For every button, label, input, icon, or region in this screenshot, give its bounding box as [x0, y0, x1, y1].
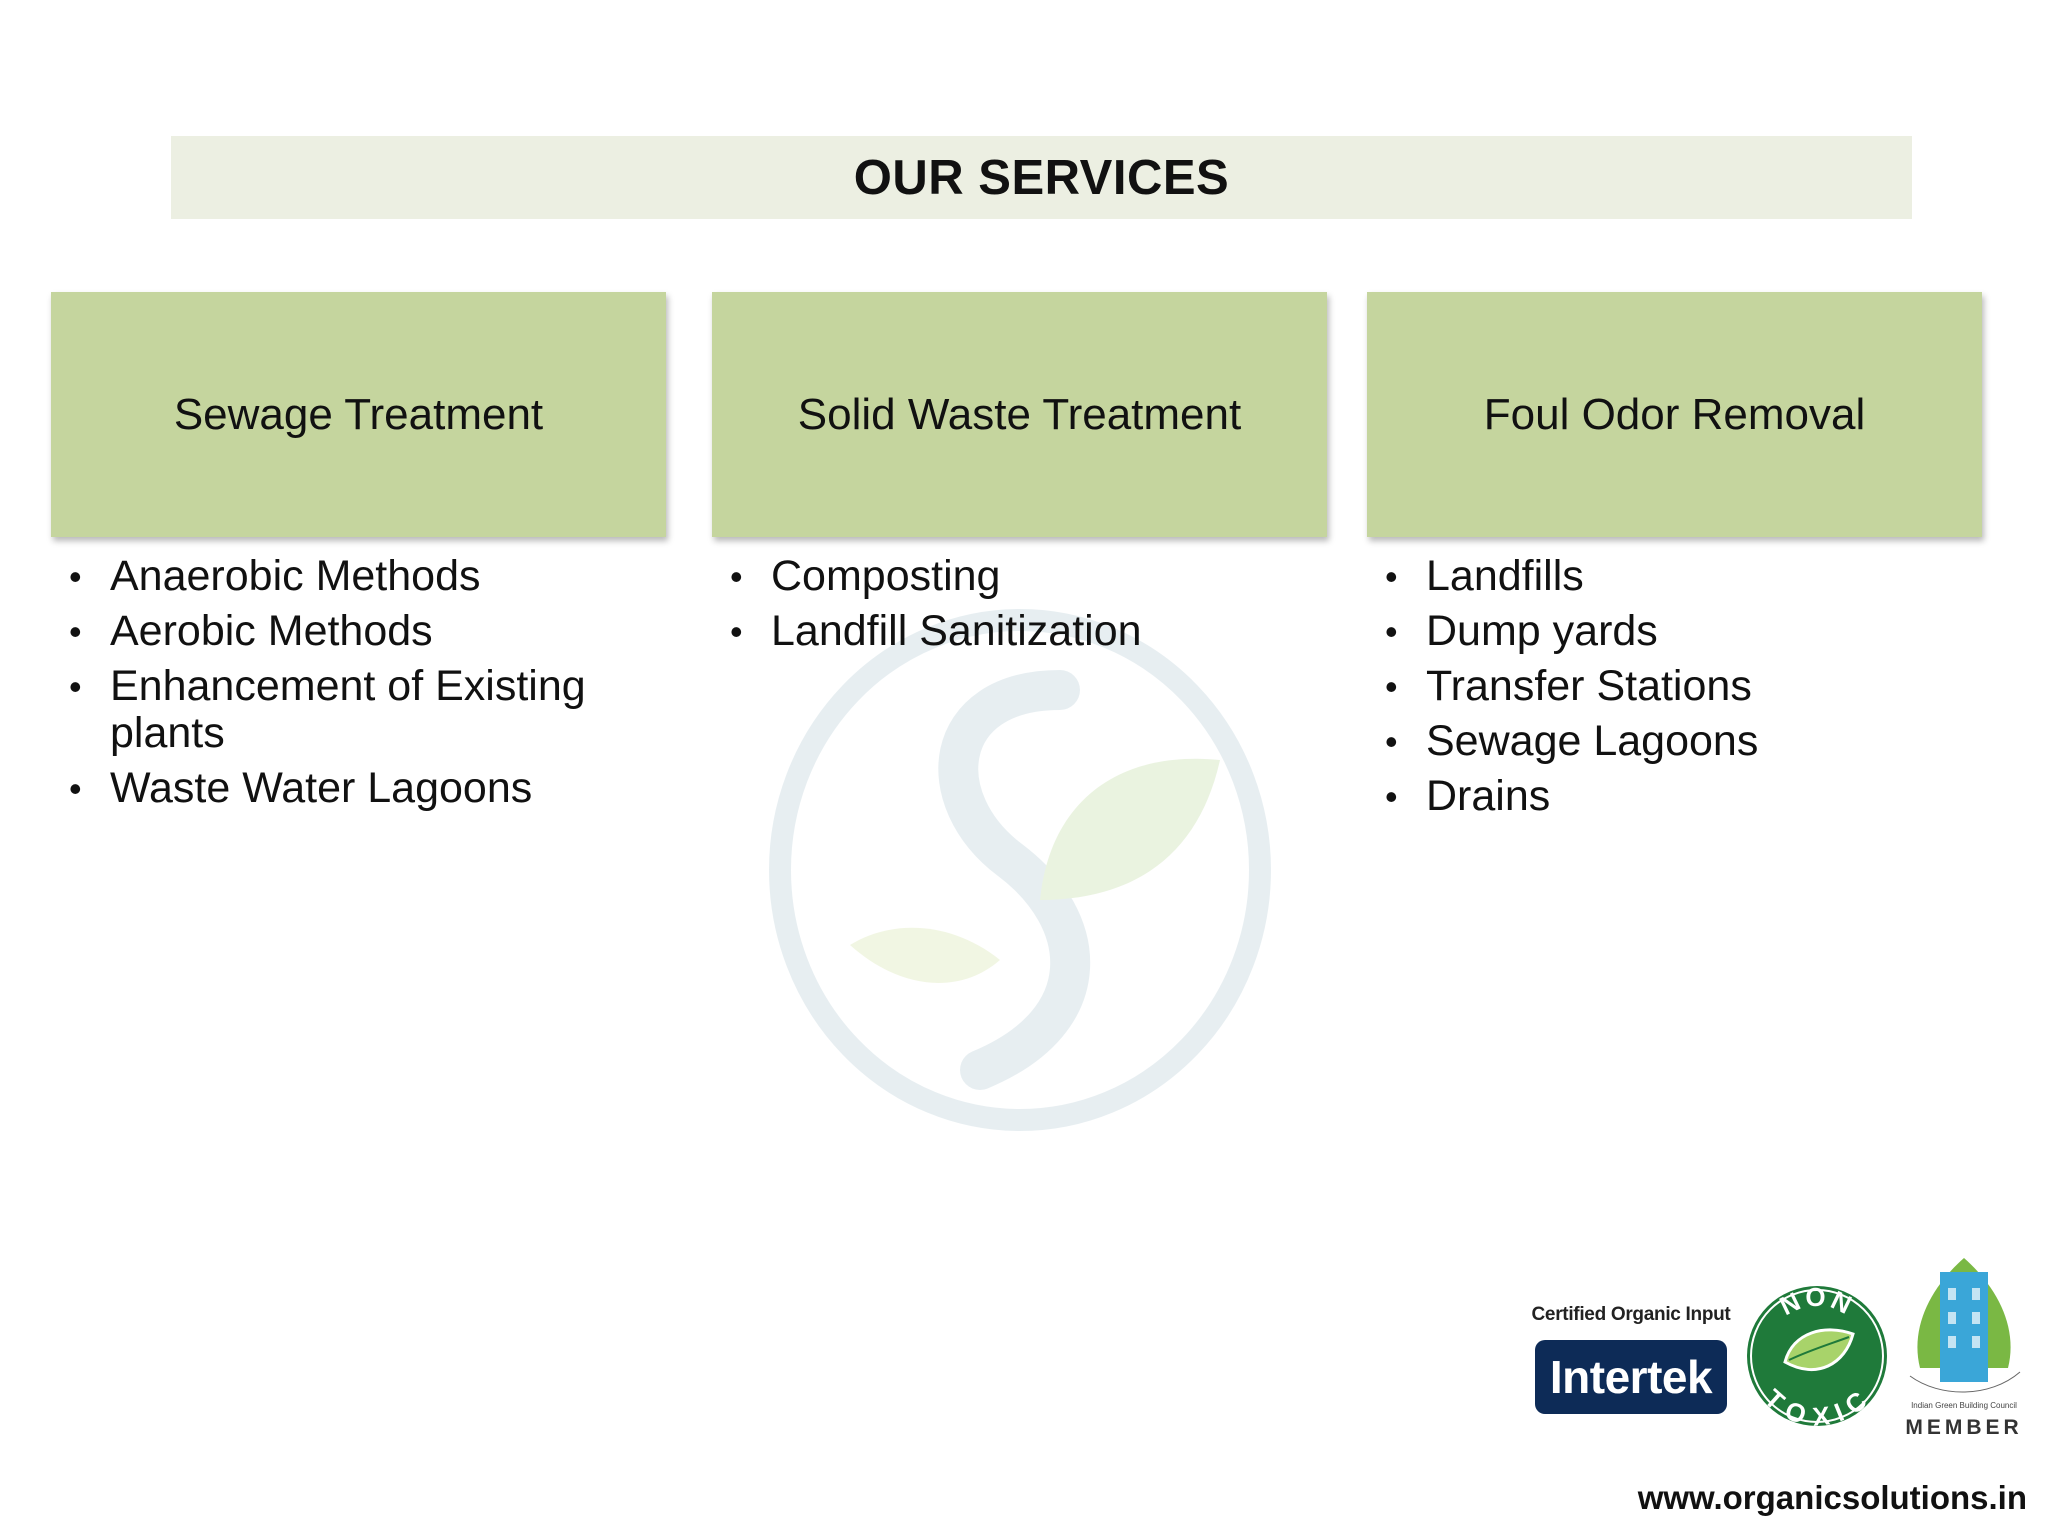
- watermark-logo-icon: [769, 609, 1271, 1131]
- list-item: Dump yards: [1367, 608, 1947, 656]
- intertek-logo: Certified Organic Input Intertek: [1528, 1304, 1734, 1424]
- list-item: Sewage Lagoons: [1367, 718, 1947, 766]
- sewage-treatment-list: Anaerobic Methods Aerobic Methods Enhanc…: [51, 553, 631, 820]
- intertek-caption: Certified Organic Input: [1531, 1304, 1731, 1325]
- service-heading: Solid Waste Treatment: [797, 389, 1242, 439]
- igbc-caption: Indian Green Building Council: [1911, 1401, 2017, 1410]
- service-heading: Foul Odor Removal: [1483, 389, 1866, 439]
- igbc-member-text: MEMBER: [1905, 1416, 2023, 1439]
- list-item: Aerobic Methods: [51, 608, 631, 656]
- list-item: Drains: [1367, 773, 1947, 821]
- service-card-sewage-treatment: Sewage Treatment: [51, 292, 666, 537]
- leaf-icon: [1783, 1328, 1855, 1372]
- list-item: Transfer Stations: [1367, 663, 1947, 711]
- service-heading: Sewage Treatment: [173, 389, 544, 439]
- list-item: Anaerobic Methods: [51, 553, 631, 601]
- list-item: Enhancement of Existing plants: [51, 663, 631, 757]
- non-toxic-logo-icon: NON TOXIC: [1747, 1284, 1887, 1428]
- solid-waste-treatment-list: Composting Landfill Sanitization: [712, 553, 1292, 663]
- service-card-solid-waste-treatment: Solid Waste Treatment: [712, 292, 1327, 537]
- list-item: Landfill Sanitization: [712, 608, 1292, 656]
- list-item: Waste Water Lagoons: [51, 765, 631, 813]
- footer-website-url: www.organicsolutions.in: [1637, 1479, 2027, 1516]
- list-item: Composting: [712, 553, 1292, 601]
- intertek-name: Intertek: [1549, 1351, 1713, 1403]
- foul-odor-removal-list: Landfills Dump yards Transfer Stations S…: [1367, 553, 1947, 828]
- list-item: Landfills: [1367, 553, 1947, 601]
- title-bar: OUR SERVICES: [171, 136, 1912, 219]
- service-card-foul-odor-removal: Foul Odor Removal: [1367, 292, 1982, 537]
- igbc-member-logo: Indian Green Building Council MEMBER: [1900, 1248, 2028, 1440]
- intertek-badge: Intertek: [1535, 1340, 1727, 1414]
- building-icon: Indian Green Building Council: [1909, 1258, 2021, 1410]
- page-title: OUR SERVICES: [853, 150, 1230, 205]
